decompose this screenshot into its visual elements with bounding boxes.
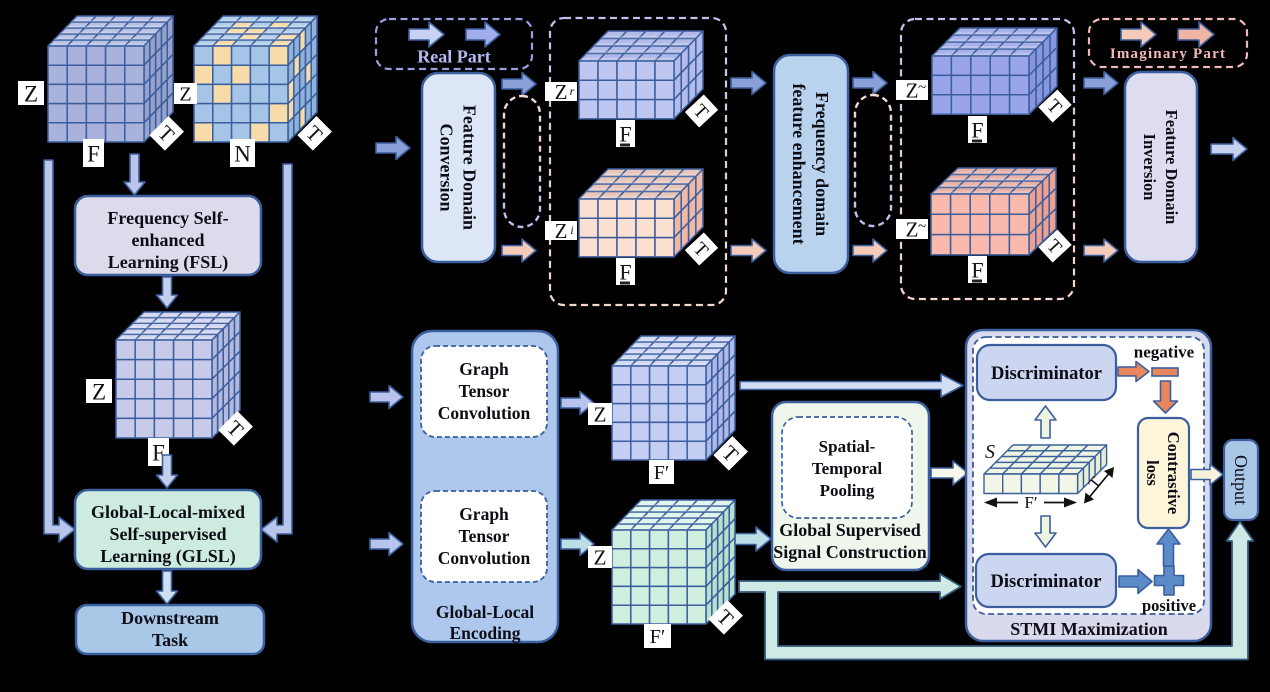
svg-text:Z: Z [906,218,919,242]
svg-text:Tensor: Tensor [459,526,510,546]
svg-text:Discriminator: Discriminator [991,572,1102,592]
svg-text:Discriminator: Discriminator [991,364,1102,384]
svg-text:~: ~ [918,80,926,96]
svg-text:F: F [619,121,631,146]
svg-text:Signal Construction: Signal Construction [773,542,927,562]
svg-text:F: F [152,440,165,465]
svg-text:Z: Z [594,403,607,427]
svg-text:S: S [985,441,995,463]
svg-text:feature enhancement: feature enhancement [789,83,809,244]
svg-text:Downstream: Downstream [121,608,219,628]
svg-text:Graph: Graph [459,504,509,524]
svg-text:Z: Z [24,81,38,106]
svg-text:N: N [234,141,251,166]
svg-text:F′: F′ [654,462,670,484]
svg-text:Encoding: Encoding [450,623,521,643]
svg-text:Temporal: Temporal [812,459,882,478]
svg-text:Frequency domain: Frequency domain [812,92,832,236]
svg-text:Z: Z [906,79,919,103]
svg-text:Convolution: Convolution [438,403,531,423]
svg-text:Real Part: Real Part [417,47,490,67]
svg-text:Spatial-: Spatial- [819,437,876,456]
svg-text:Self-supervised: Self-supervised [110,524,227,544]
svg-text:Z: Z [594,546,607,570]
svg-text:Z: Z [555,219,568,243]
svg-text:Feature Domain: Feature Domain [460,105,480,230]
svg-text:Task: Task [152,630,188,650]
svg-text:Global-Local: Global-Local [436,602,534,622]
svg-text:Pooling: Pooling [820,481,875,500]
svg-text:Frequency Self-: Frequency Self- [107,208,228,228]
svg-text:Tensor: Tensor [459,381,510,401]
svg-text:Z: Z [555,80,568,104]
svg-text:Imaginary Part: Imaginary Part [1110,46,1226,62]
svg-text:r: r [570,84,575,98]
svg-text:i: i [570,223,573,237]
svg-text:Z: Z [92,379,106,404]
svg-text:F: F [619,259,631,284]
svg-text:F: F [971,257,983,282]
svg-text:Convolution: Convolution [438,548,531,568]
svg-text:Inversion: Inversion [1140,134,1159,201]
svg-text:F: F [971,117,983,142]
svg-text:F: F [87,141,100,166]
svg-text:STMI Maximization: STMI Maximization [1010,619,1168,639]
svg-text:negative: negative [1134,343,1195,362]
svg-text:Z: Z [179,84,191,106]
svg-text:Contrastive: Contrastive [1164,432,1183,514]
svg-text:Global-Local-mixed: Global-Local-mixed [91,502,245,522]
svg-text:Global Supervised: Global Supervised [779,520,921,540]
svg-text:Output: Output [1231,455,1251,505]
svg-text:Learning (FSL): Learning (FSL) [108,252,229,273]
svg-text:Feature Domain: Feature Domain [1162,110,1181,225]
svg-text:Learning (GLSL): Learning (GLSL) [100,546,236,567]
svg-text:positive: positive [1142,596,1196,615]
svg-text:loss: loss [1143,460,1162,486]
svg-text:enhanced: enhanced [131,230,204,250]
svg-text:Conversion: Conversion [437,123,457,211]
svg-text:F′: F′ [650,626,666,648]
svg-text:~: ~ [918,219,926,235]
svg-text:F′: F′ [1024,493,1037,512]
svg-text:Graph: Graph [459,359,509,379]
